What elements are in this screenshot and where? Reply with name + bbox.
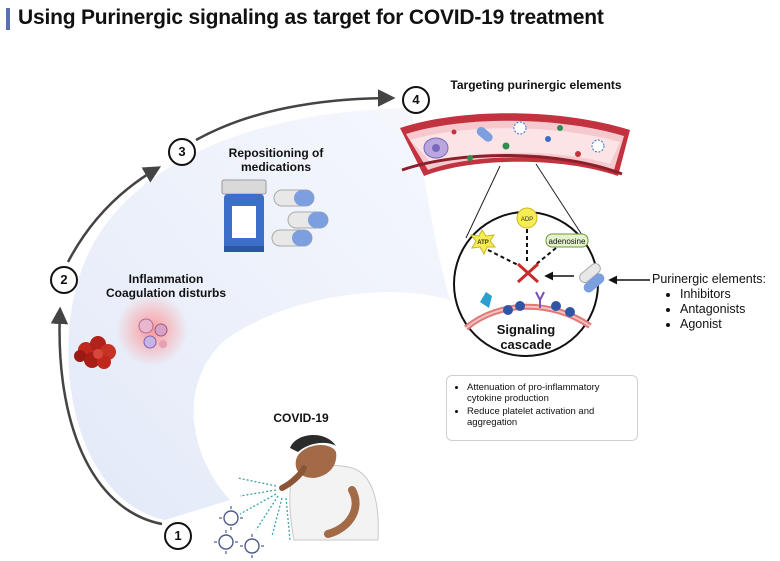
inflammation-line: Inflammation xyxy=(128,272,204,286)
virus-particles-icon xyxy=(218,510,260,554)
step-4-badge: 4 xyxy=(402,86,430,114)
repositioning-label: Repositioning of medications xyxy=(220,146,332,174)
repositioning-line-1: Repositioning of xyxy=(228,146,324,160)
purinergic-item: Antagonists xyxy=(680,302,766,317)
virus-spikes xyxy=(214,506,264,558)
purinergic-item: Inhibitors xyxy=(680,287,766,302)
coagulation-line: Coagulation disturbs xyxy=(106,286,226,300)
title-accent-bar xyxy=(6,8,10,30)
purinergic-heading: Purinergic elements: xyxy=(652,272,766,286)
receptors-icon xyxy=(480,291,575,317)
zoom-line-left xyxy=(465,165,501,239)
covid-label: COVID-19 xyxy=(273,411,329,425)
blood-vessel-icon xyxy=(400,113,630,176)
step-3-badge: 3 xyxy=(168,138,196,166)
atp-molecule-icon xyxy=(469,229,497,256)
adenosine-molecule-icon xyxy=(545,233,589,248)
adp-molecule-icon xyxy=(516,207,538,229)
page-title: Using Purinergic signaling as target for… xyxy=(18,6,604,29)
block-x-icon xyxy=(516,262,540,284)
blood-clot-icon xyxy=(74,336,116,369)
atp-label: ATP xyxy=(477,240,489,246)
step-2-badge: 2 xyxy=(50,266,78,294)
signaling-line-2: cascade xyxy=(500,337,552,352)
inhibitor-pill-icon xyxy=(579,263,605,293)
purinergic-elements-list: Purinergic elements: Inhibitors Antagoni… xyxy=(652,272,766,332)
adenosine-dashed-line xyxy=(533,247,557,267)
inflamed-cells-icon xyxy=(116,294,188,366)
signaling-cascade-label: Signaling cascade xyxy=(490,322,562,352)
background-swoosh xyxy=(68,108,450,520)
pills-icon xyxy=(271,189,329,247)
inflammation-label: Inflammation Coagulation disturbs xyxy=(104,272,228,300)
adenosine-label: adenosine xyxy=(549,237,586,246)
arc-3-to-4 xyxy=(195,89,396,142)
targeting-label: Targeting purinergic elements xyxy=(450,78,622,92)
purinergic-item: Agonist xyxy=(680,317,766,332)
medication-bottle-icon xyxy=(221,179,267,252)
effect-item: Reduce platelet activation and aggregati… xyxy=(467,406,637,428)
arc-2-to-3 xyxy=(66,166,162,263)
cough-droplets-icon xyxy=(237,477,291,541)
repositioning-line-2: medications xyxy=(240,160,312,174)
effects-box: Attenuation of pro-inflammatory cytokine… xyxy=(446,375,638,441)
arc-1-to-2 xyxy=(50,306,163,526)
step-1-badge: 1 xyxy=(164,522,192,550)
adp-label: ADP xyxy=(521,217,533,223)
atp-dashed-line xyxy=(487,249,521,267)
signaling-line-1: Signaling xyxy=(496,322,556,337)
sick-person-icon xyxy=(279,434,379,541)
effect-item: Attenuation of pro-inflammatory cytokine… xyxy=(467,382,637,404)
zoom-line-right xyxy=(535,163,585,239)
